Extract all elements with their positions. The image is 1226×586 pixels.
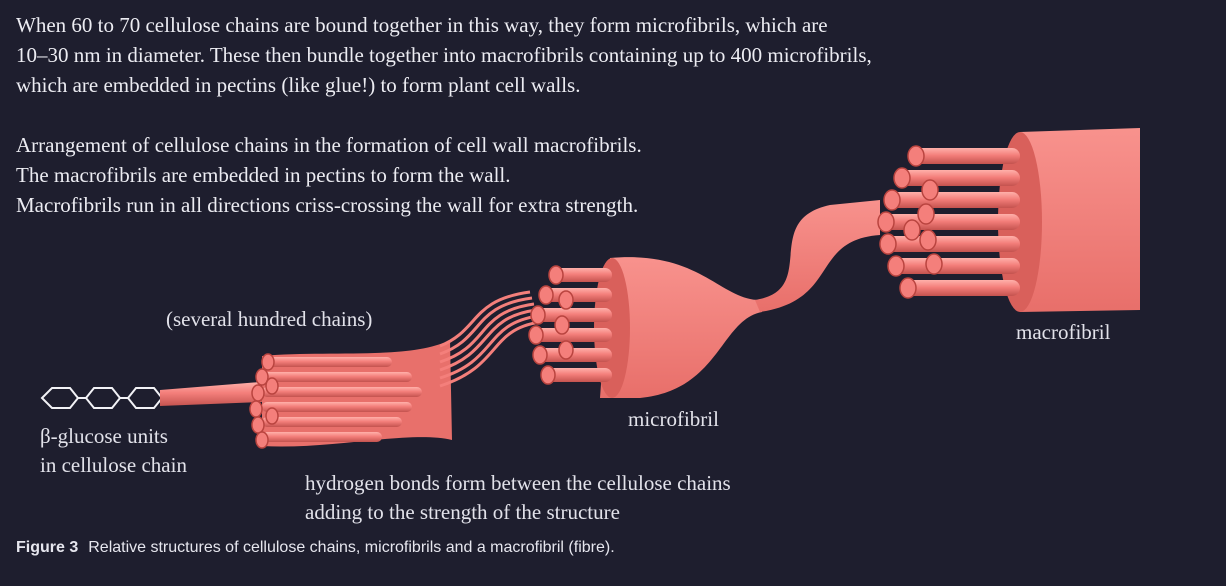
chain-end [265, 377, 279, 395]
several-hundred-chains-label: (several hundred chains) [166, 307, 373, 331]
strand-bridge [439, 290, 541, 388]
macrofibril-end [877, 211, 895, 233]
microfibril [528, 257, 762, 398]
macrofibril-end [919, 229, 937, 251]
microfibril-end [538, 285, 554, 305]
hbonds-label-line: hydrogen bonds form between the cellulos… [305, 471, 731, 495]
macrofibril [877, 128, 1140, 312]
glucose-label-line: β-glucose units [40, 424, 168, 448]
microfibril-end [528, 325, 544, 345]
chain-end [255, 368, 269, 386]
figure-caption-text: Relative structures of cellulose chains,… [88, 539, 615, 556]
macrofibril-end [879, 233, 897, 255]
macrofibril-end [917, 203, 935, 225]
microfibril-connector [755, 200, 880, 312]
macrofibril-end [907, 145, 925, 167]
figure-number: Figure 3 [16, 539, 79, 556]
chain-end [265, 407, 279, 425]
figure-caption: Figure 3 Relative structures of cellulose… [16, 539, 615, 557]
macrofibril-end [887, 255, 905, 277]
intro-paragraph: When 60 to 70 cellulose chains are bound… [16, 10, 872, 100]
hydrogen-bonds-label: hydrogen bonds form between the cellulos… [305, 469, 731, 527]
intro-line: When 60 to 70 cellulose chains are bound… [16, 13, 828, 37]
chain-end [251, 384, 265, 402]
macrofibril-end [893, 167, 911, 189]
microfibril-end [558, 290, 574, 310]
chain-end [251, 416, 265, 434]
macrofibril-end [883, 189, 901, 211]
chain-end [249, 400, 263, 418]
glucose-ring [40, 387, 80, 409]
macrofibril-end [899, 277, 917, 299]
description-line: Arrangement of cellulose chains in the f… [16, 133, 642, 157]
microfibril-end [558, 340, 574, 360]
macrofibril-end [925, 253, 943, 275]
chain-end [255, 431, 269, 449]
glucose-label-line: in cellulose chain [40, 453, 187, 477]
microfibril-end [548, 265, 564, 285]
glucose-units-label: β-glucose units in cellulose chain [40, 422, 187, 480]
description-line: The macrofibrils are embedded in pectins… [16, 163, 511, 187]
hbonds-label-line: adding to the strength of the structure [305, 500, 620, 524]
chain-bundle [249, 340, 452, 449]
microfibril-end [554, 315, 570, 335]
intro-line: which are embedded in pectins (like glue… [16, 73, 581, 97]
intro-line: 10–30 nm in diameter. These then bundle … [16, 43, 872, 67]
arrangement-description: Arrangement of cellulose chains in the f… [16, 130, 642, 220]
glucose-ring [84, 387, 122, 409]
microfibril-end [540, 365, 556, 385]
macrofibril-label: macrofibril [1016, 320, 1111, 344]
microfibril-label: microfibril [628, 407, 719, 431]
microfibril-end [532, 345, 548, 365]
chain-end [261, 353, 275, 371]
description-line: Macrofibrils run in all directions criss… [16, 193, 639, 217]
macrofibril-end [903, 219, 921, 241]
cellulose-chain-tube [160, 382, 262, 406]
macrofibril-end [921, 179, 939, 201]
microfibril-end [530, 305, 546, 325]
glucose-ring [126, 387, 164, 409]
